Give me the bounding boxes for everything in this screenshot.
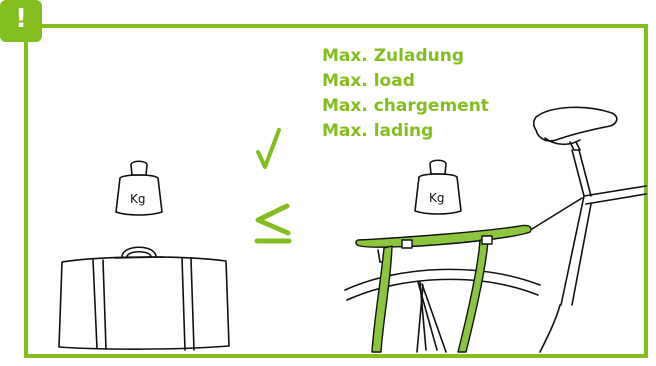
- rear-rack-icon: [356, 225, 531, 352]
- right-weight-label: Kg: [429, 191, 445, 205]
- label-french: Max. chargement: [322, 94, 489, 119]
- label-dutch: Max. lading: [322, 119, 489, 144]
- max-load-labels: Max. Zuladung Max. load Max. chargement …: [322, 44, 489, 144]
- suitcase-icon: [59, 247, 229, 350]
- label-english: Max. load: [322, 69, 489, 94]
- check-icon: [258, 130, 279, 167]
- less-equal-icon: [257, 206, 289, 241]
- label-german: Max. Zuladung: [322, 44, 489, 69]
- right-weight-icon: Kg: [415, 160, 461, 214]
- exclamation-icon: !: [0, 4, 42, 34]
- left-weight-label: Kg: [130, 192, 146, 206]
- left-weight-icon: Kg: [116, 161, 162, 215]
- warning-badge: !: [0, 0, 42, 42]
